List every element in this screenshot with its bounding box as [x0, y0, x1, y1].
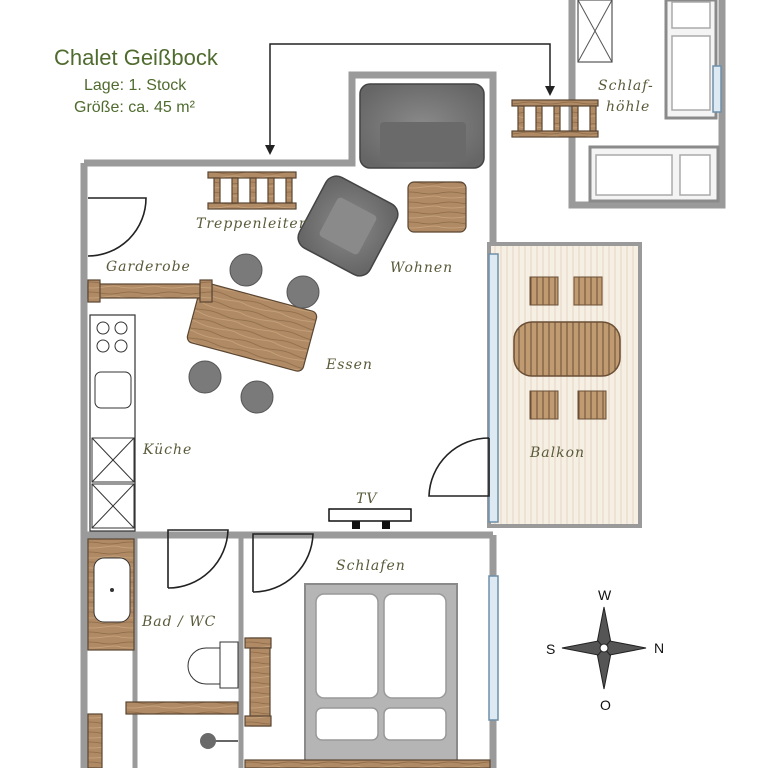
balcony-chair [529, 276, 559, 306]
bathroom-vanity [87, 538, 135, 651]
tv-stand [328, 508, 412, 529]
dining-table [186, 282, 318, 372]
bath-door [167, 529, 229, 589]
balcony [487, 242, 642, 528]
bedroom-bench [244, 637, 272, 727]
toilet [187, 641, 239, 689]
bath-towel-rack [87, 713, 103, 768]
kitchen-counter [89, 314, 136, 532]
double-bed [304, 583, 458, 768]
compass-rose: W N S O [546, 587, 664, 713]
ladder-loft [511, 99, 599, 138]
label-treppenleiter: Treppenleiter [196, 216, 307, 232]
label-wohnen: Wohnen [390, 260, 453, 276]
compass-west: W [598, 587, 612, 603]
plan-floor: Lage: 1. Stock [84, 77, 187, 94]
entrance-door [87, 197, 147, 257]
wardrobe-bar [87, 279, 213, 303]
bath-shelf [125, 701, 239, 715]
balcony-window [488, 253, 499, 523]
stool [240, 380, 274, 414]
side-table [407, 181, 467, 233]
balcony-chair [577, 390, 607, 420]
label-essen: Essen [325, 357, 373, 373]
loft-sleeping-area [568, 0, 726, 209]
ladder-living [207, 171, 297, 210]
plan-size: Größe: ca. 45 m² [74, 99, 196, 116]
ladder-arrow [265, 43, 555, 155]
compass-south: S [546, 641, 555, 657]
label-kueche: Küche [142, 442, 192, 458]
outer-walls [80, 71, 497, 768]
label-garderobe: Garderobe [106, 259, 191, 275]
sofa [359, 83, 485, 169]
balcony-table [513, 321, 621, 377]
label-schlafen: Schlafen [336, 558, 406, 574]
loft-window [712, 65, 722, 113]
label-balkon: Balkon [529, 445, 585, 461]
shower-drain [200, 733, 216, 749]
compass-north: N [654, 640, 664, 656]
stool [229, 253, 263, 287]
label-bad: Bad / WC [141, 614, 216, 630]
label-schlafhoehle-1: Schlaf- [598, 78, 654, 94]
armchair [297, 175, 399, 277]
label-schlafhoehle-2: höhle [606, 99, 650, 115]
plan-title: Chalet Geißbock [54, 45, 219, 70]
bedroom-window [488, 575, 499, 721]
compass-east: O [600, 697, 611, 713]
stool [286, 275, 320, 309]
stool [188, 360, 222, 394]
bedroom-shelf [244, 759, 491, 768]
balcony-chair [529, 390, 559, 420]
balcony-door [428, 437, 490, 497]
label-tv: TV [356, 491, 378, 507]
bedroom-door [252, 533, 314, 593]
balcony-chair [573, 276, 603, 306]
